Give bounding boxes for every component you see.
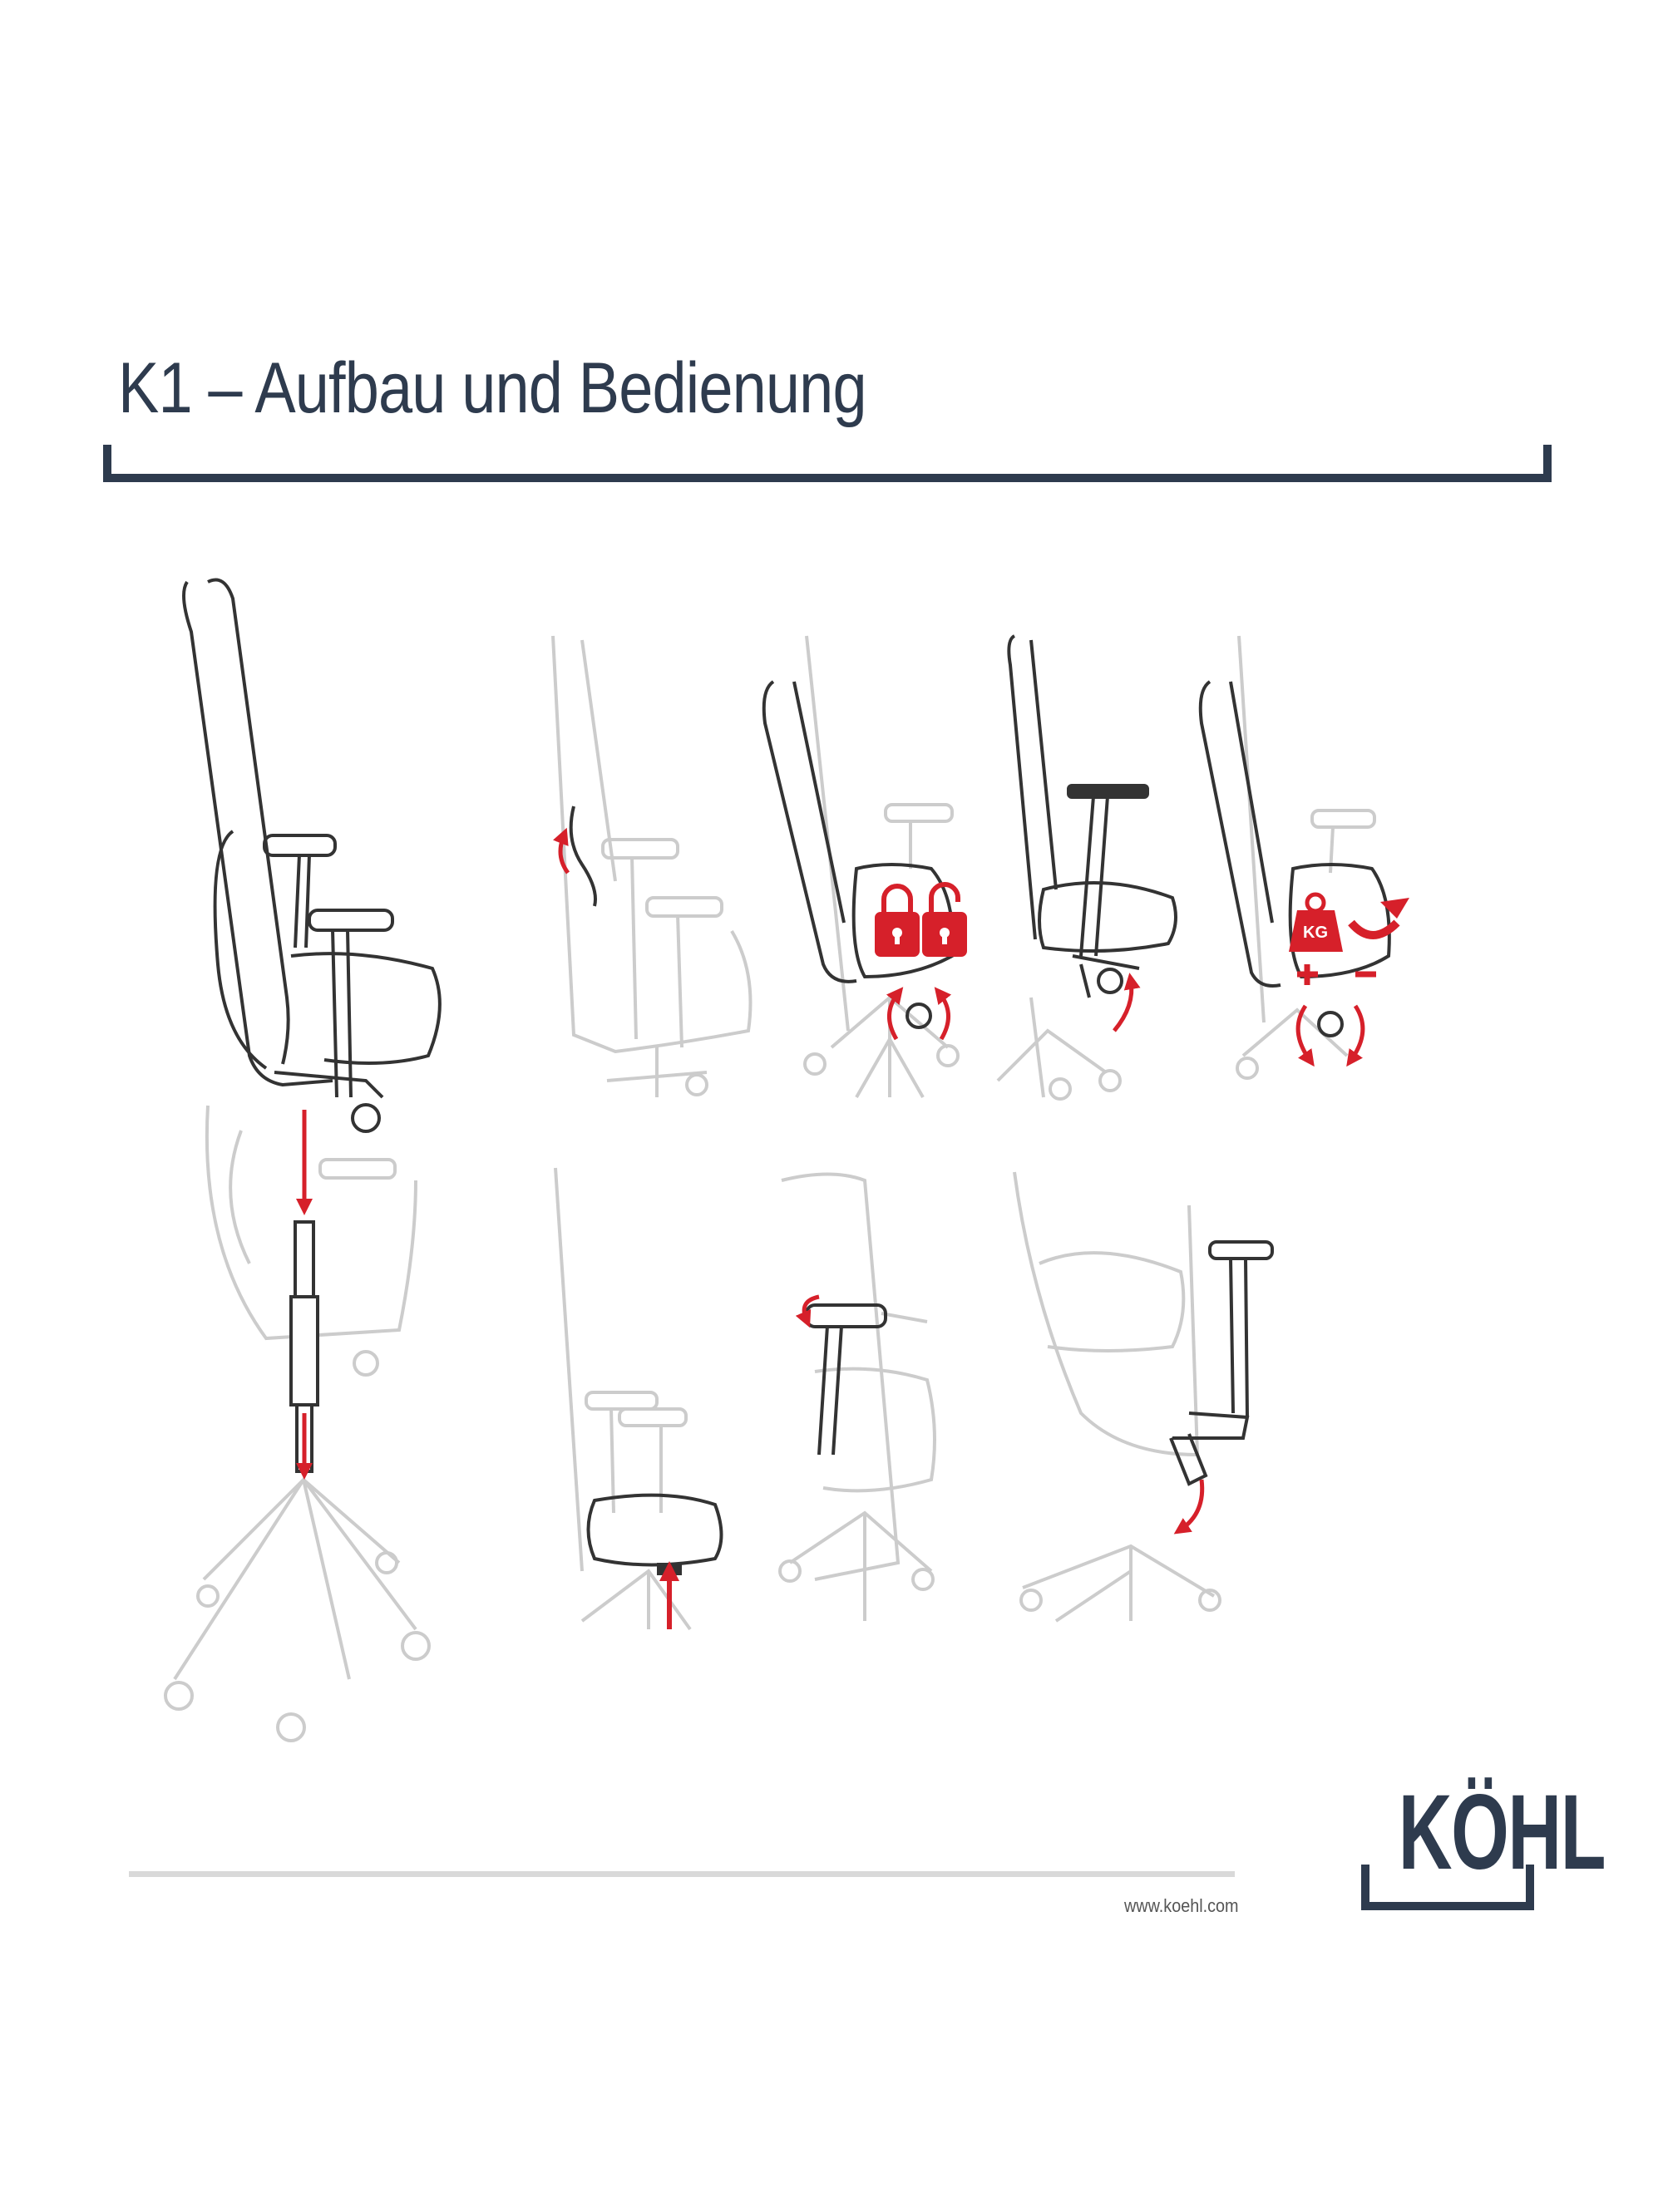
seat-height-illustration	[996, 634, 1177, 1101]
logo-frame	[1361, 1865, 1534, 1910]
seat-depth-illustration	[554, 1167, 723, 1631]
chair-assembly-illustration	[164, 578, 442, 1742]
armrest-height-illustration	[1013, 1171, 1274, 1623]
footer-rule	[129, 1871, 1235, 1877]
weight-tension-illustration: KG	[1198, 635, 1409, 1080]
koehl-logo: KÖHL	[1360, 1775, 1606, 1916]
footer-url[interactable]: www.koehl.com	[1124, 1895, 1239, 1916]
backrest-lock-illustration	[762, 635, 967, 1098]
backrest-height-illustration	[551, 635, 753, 1097]
armrest-width-illustration	[778, 1172, 936, 1621]
title-rule	[103, 445, 1552, 482]
kg-label: KG	[1303, 924, 1328, 942]
page-title: K1 – Aufbau und Bedienung	[118, 348, 867, 428]
